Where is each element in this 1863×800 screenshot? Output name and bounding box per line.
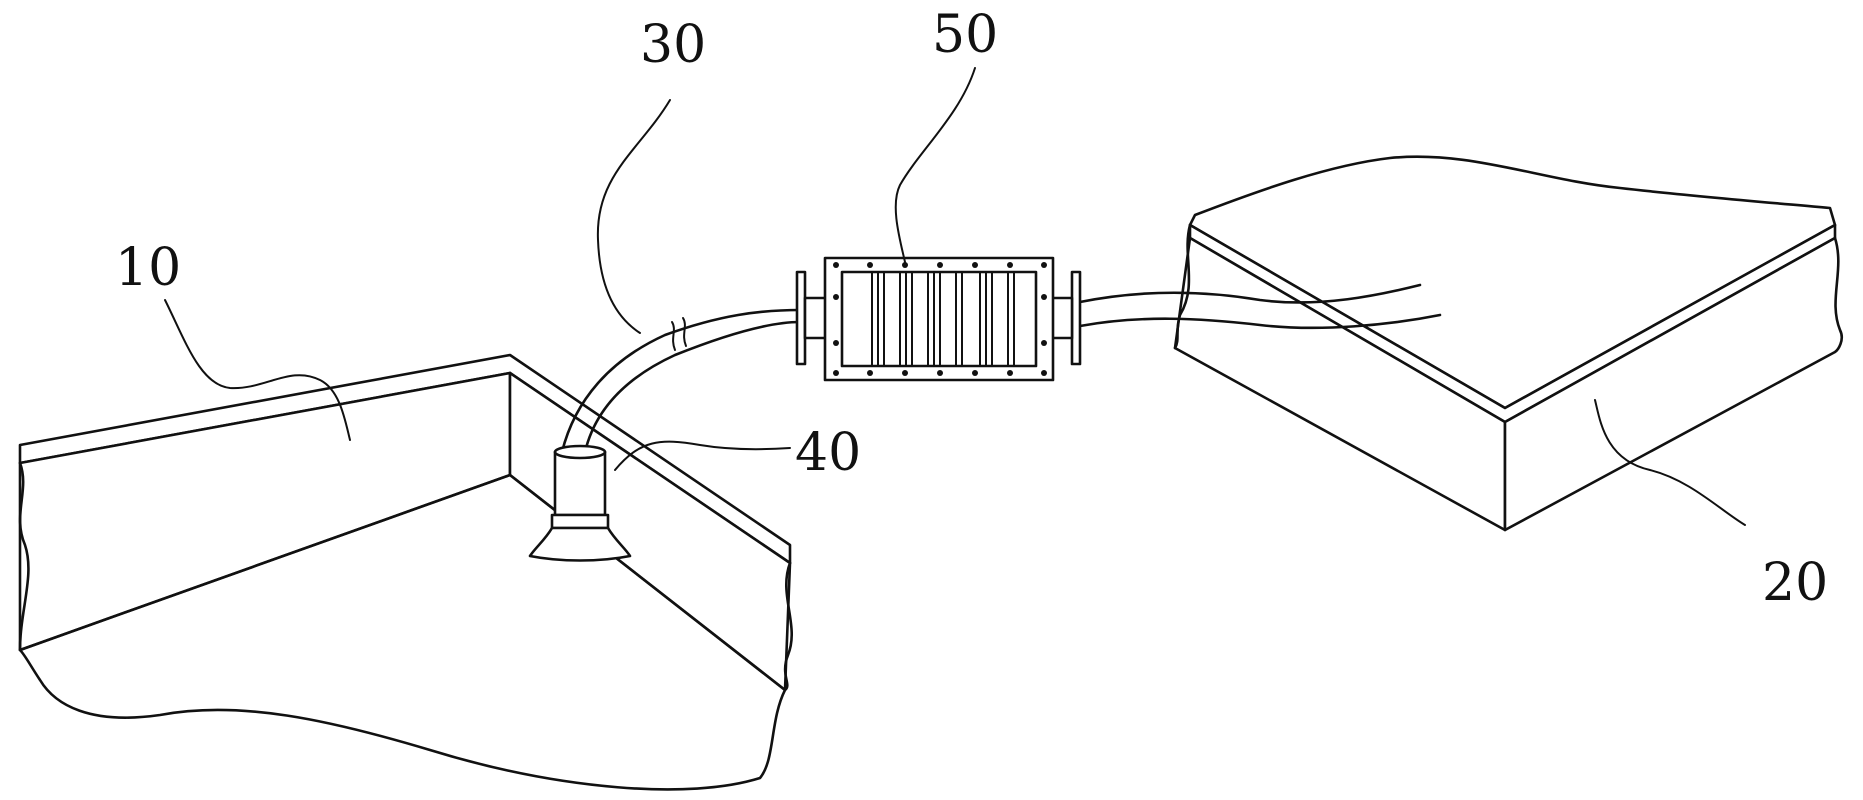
pipe-30-break <box>671 317 687 351</box>
tank-20-side-wall <box>1503 236 1844 532</box>
tank-20 <box>1173 155 1844 532</box>
suction-head-top <box>553 444 607 460</box>
tank-20-cut-left <box>1173 223 1192 350</box>
filter-unit-50 <box>795 256 1082 382</box>
pipe-30-lower-edge <box>583 320 802 454</box>
label-20: 20 <box>1762 553 1828 613</box>
suction-head-collar <box>550 513 610 530</box>
leader-20 <box>1594 399 1746 526</box>
leader-lines <box>164 67 1746 526</box>
basin-10-floor <box>18 473 787 791</box>
label-30: 30 <box>640 15 706 75</box>
label-50: 50 <box>932 5 998 65</box>
suction-head-body <box>553 450 607 517</box>
leader-40 <box>614 440 791 471</box>
leader-10 <box>164 299 351 441</box>
suction-head-40 <box>528 444 632 562</box>
outlet-pipe-upper <box>1078 283 1422 304</box>
basin-10-cut-right <box>783 561 793 692</box>
basin-10-cut-left <box>18 461 30 652</box>
basin-10 <box>18 353 793 791</box>
tank-20-top <box>1188 155 1837 410</box>
outlet-pipe-lower <box>1078 313 1442 330</box>
suction-head-bell <box>528 526 632 562</box>
pipe-30-upper-edge <box>560 308 802 454</box>
filter-bolts <box>833 262 1047 376</box>
label-10: 10 <box>115 238 181 298</box>
label-40: 40 <box>795 423 861 483</box>
filter-plates <box>871 271 1015 367</box>
leader-30 <box>596 99 671 334</box>
leader-50 <box>894 67 976 263</box>
pipe-30 <box>560 283 1442 454</box>
